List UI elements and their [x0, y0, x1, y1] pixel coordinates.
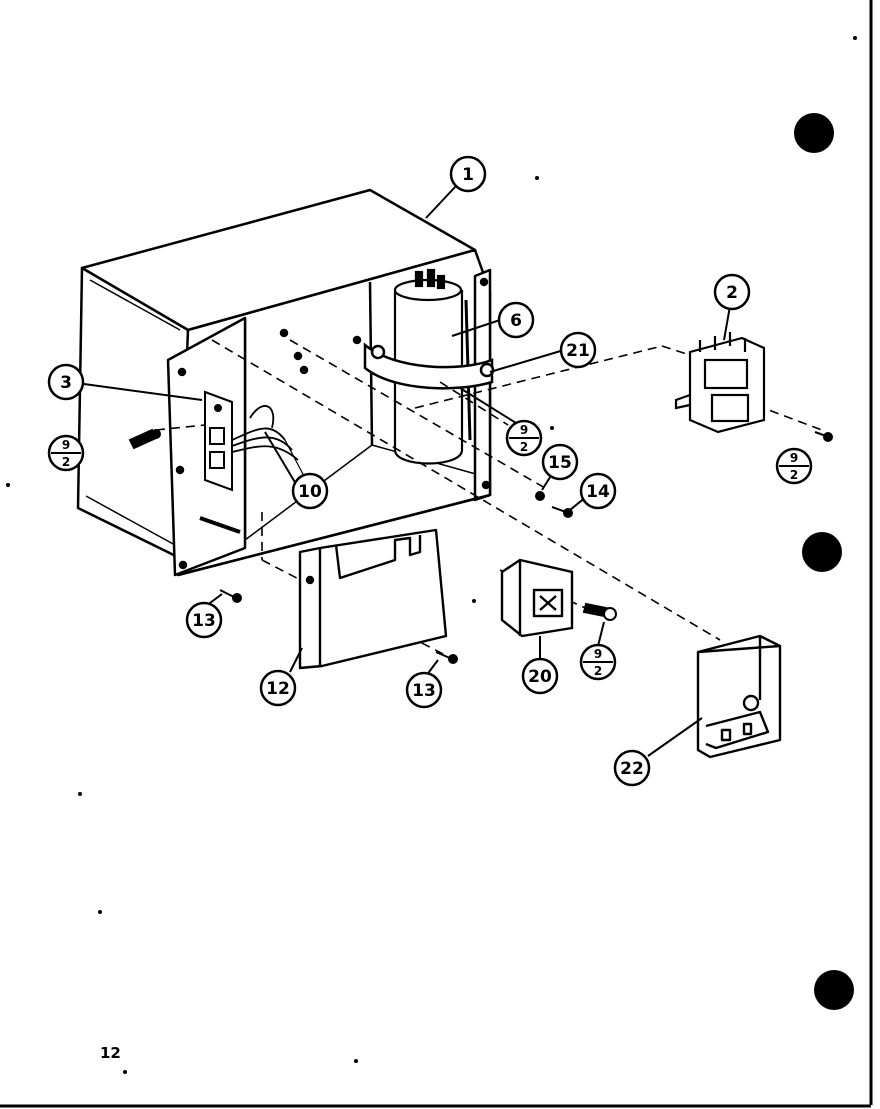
callout-13-right-label: 13 [412, 681, 436, 701]
fraction-callout-relay: 9 2 [579, 643, 617, 681]
fraction-left-bottom: 2 [62, 455, 70, 469]
relay-screw [582, 602, 617, 621]
cover-plate [298, 528, 448, 670]
fraction-left-top: 9 [62, 438, 70, 452]
callout-2-label: 2 [726, 283, 738, 303]
callout-13-right: 13 [405, 671, 443, 709]
binder-hole-middle [802, 532, 842, 572]
callout-13-left: 13 [185, 601, 223, 639]
fraction-callout-right: 9 2 [775, 447, 813, 485]
capacitor-strap [363, 342, 495, 390]
callout-3-label: 3 [60, 373, 72, 393]
screw-13-left [219, 589, 242, 603]
contactor-screw [814, 431, 833, 442]
callout-10-label: 10 [298, 482, 322, 502]
callout-12-label: 12 [266, 679, 290, 699]
binder-hole-top [794, 113, 834, 153]
callout-20: 20 [521, 657, 559, 695]
screw-14 [551, 506, 573, 518]
callout-12: 12 [259, 669, 297, 707]
screw-13-right [435, 651, 458, 664]
relay [500, 558, 574, 638]
callout-21-label: 21 [566, 341, 590, 361]
callout-22: 22 [613, 749, 651, 787]
callout-15-label: 15 [548, 453, 572, 473]
terminal-block [204, 390, 233, 492]
callout-21: 21 [559, 331, 597, 369]
fraction-relay-top: 9 [594, 647, 602, 661]
callout-2: 2 [713, 273, 751, 311]
page-number: 12 [100, 1044, 121, 1062]
callout-22-label: 22 [620, 759, 644, 779]
binder-hole-bottom [814, 970, 854, 1010]
wire-harness [231, 405, 306, 479]
callout-13-left-label: 13 [192, 611, 216, 631]
nut-15 [535, 491, 545, 501]
fraction-right-top: 9 [790, 451, 798, 465]
fraction-right-bottom: 2 [790, 468, 798, 482]
contactor [674, 332, 766, 434]
fraction-center-top: 9 [520, 423, 528, 437]
callout-3: 3 [47, 363, 85, 401]
callout-15: 15 [541, 443, 579, 481]
callout-6-label: 6 [510, 311, 522, 331]
cover-box [696, 634, 782, 759]
callout-6: 6 [497, 301, 535, 339]
fraction-relay-bottom: 2 [594, 664, 602, 678]
callout-14-label: 14 [586, 482, 610, 502]
screw-left [128, 428, 161, 450]
fraction-callout-center: 9 2 [505, 419, 543, 457]
callout-20-label: 20 [528, 667, 552, 687]
fraction-callout-left: 9 2 [47, 434, 85, 472]
callout-1: 1 [449, 155, 487, 193]
callout-14: 14 [579, 472, 617, 510]
fraction-center-bottom: 2 [520, 440, 528, 454]
callout-1-label: 1 [462, 165, 474, 185]
callout-10: 10 [291, 472, 329, 510]
leader-lines [83, 185, 731, 757]
scan-specks [6, 36, 857, 1074]
